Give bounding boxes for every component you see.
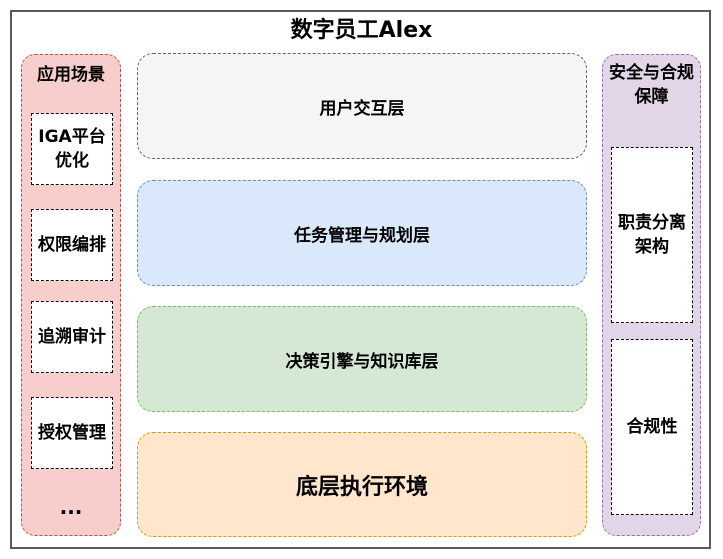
scenario-iga-optimization: IGA平台优化 <box>31 113 113 185</box>
layer-decision-engine-label: 决策引擎与知识库层 <box>285 351 439 372</box>
layer-task-management-label: 任务管理与规划层 <box>294 225 430 246</box>
layer-user-interaction: 用户交互层 <box>137 53 587 159</box>
separation-of-duties: 职责分离架构 <box>611 147 693 323</box>
application-scenarios-header: 应用场景 <box>37 65 105 85</box>
layer-execution-environment: 底层执行环境 <box>137 432 587 537</box>
scenario-authorization-management: 授权管理 <box>31 397 113 469</box>
application-scenarios-column: 应用场景 IGA平台优化 权限编排 追溯审计 授权管理 ... <box>21 54 121 536</box>
layer-task-management-planning: 任务管理与规划层 <box>137 180 587 286</box>
security-compliance-header: 安全与合规保障 <box>609 63 694 107</box>
layer-execution-environment-label: 底层执行环境 <box>295 474 428 500</box>
security-compliance-column: 安全与合规保障 职责分离架构 合规性 <box>602 54 701 536</box>
compliance: 合规性 <box>611 339 693 515</box>
scenario-permission-orchestration: 权限编排 <box>31 209 113 281</box>
diagram-title: 数字员工Alex <box>290 18 433 43</box>
scenario-audit-trace: 追溯审计 <box>31 301 113 373</box>
layer-user-interaction-label: 用户交互层 <box>319 98 405 119</box>
layer-decision-engine-knowledge: 决策引擎与知识库层 <box>137 306 587 412</box>
scenario-more-ellipsis: ... <box>59 495 83 519</box>
